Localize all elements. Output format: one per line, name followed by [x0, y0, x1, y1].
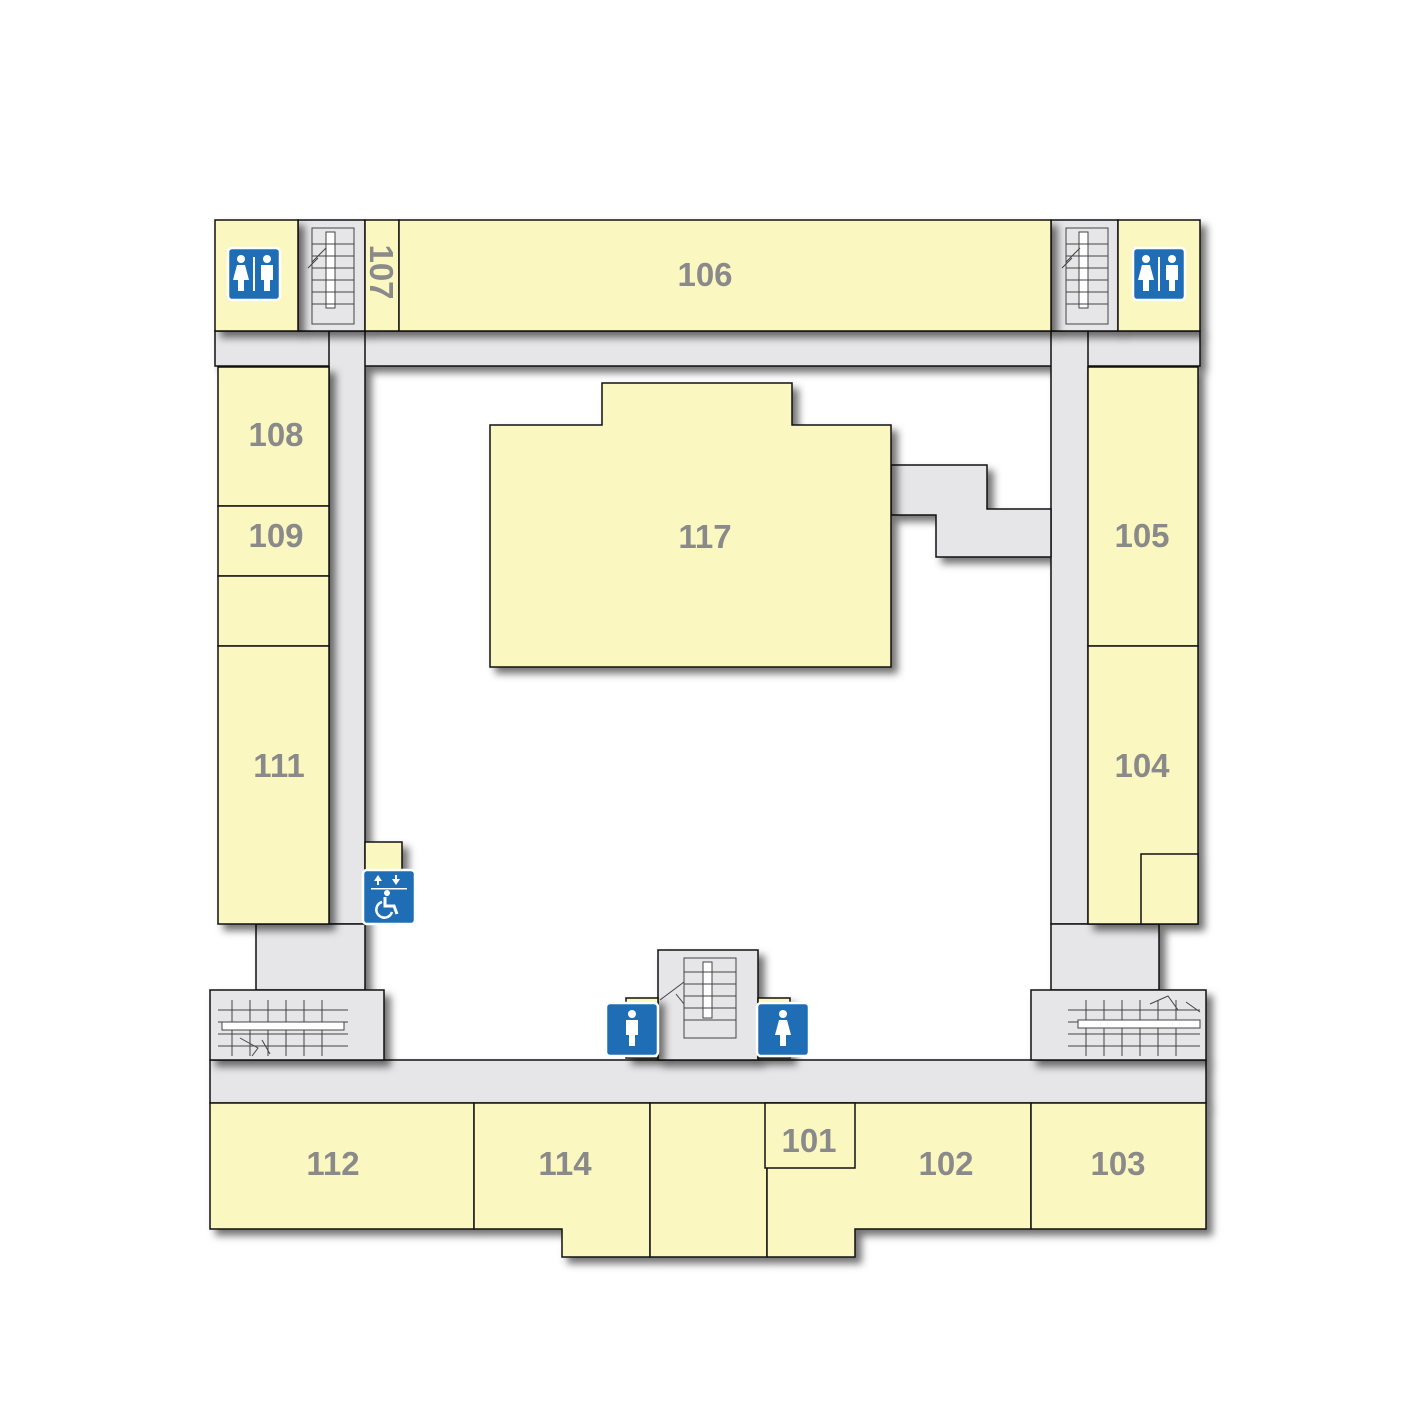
room-label-112: 112	[306, 1145, 359, 1182]
connector-corridor	[890, 464, 1052, 558]
room-label-109: 109	[248, 517, 303, 554]
room-111	[217, 645, 330, 925]
room-label-107: 107	[363, 244, 400, 299]
room-113	[649, 1102, 768, 1258]
room-label-103: 103	[1090, 1145, 1145, 1182]
room-label-111: 111	[253, 747, 304, 784]
room-104-closet	[1140, 853, 1199, 925]
room-label-102: 102	[918, 1145, 973, 1182]
room-103	[1030, 1102, 1207, 1230]
stairwell-nw	[297, 219, 366, 332]
room-label-104: 104	[1114, 747, 1170, 784]
north-corridor	[214, 330, 1201, 367]
room-109	[217, 505, 330, 577]
south-corridor	[209, 1059, 1207, 1104]
room-105	[1087, 366, 1199, 647]
restroom-icon	[226, 246, 282, 302]
elevator-accessible-icon	[361, 868, 417, 926]
elevator-room	[364, 841, 403, 873]
room-107	[364, 219, 400, 332]
room-label-106: 106	[677, 256, 732, 293]
stairwell-se	[1030, 989, 1207, 1061]
room-108	[217, 366, 330, 507]
restroom-icon	[1131, 246, 1187, 302]
room-106	[398, 219, 1052, 332]
west-corridor	[328, 330, 366, 925]
se-vestibule	[1050, 923, 1160, 991]
room-110	[217, 575, 330, 647]
stairwell-ne	[1050, 219, 1119, 332]
room-label-101: 101	[781, 1122, 836, 1159]
room-label-114: 114	[538, 1145, 592, 1182]
room-label-105: 105	[1114, 517, 1169, 554]
womens-restroom-icon	[755, 1001, 811, 1058]
room-label-108: 108	[248, 416, 303, 453]
mens-restroom-icon	[604, 1001, 660, 1058]
room-label-117: 117	[678, 518, 731, 555]
room-labels: 106 107 108 109 111 117 105 104 112 114 …	[248, 244, 1170, 1182]
east-corridor	[1050, 330, 1089, 925]
room-117	[489, 382, 892, 668]
stairwell-sw	[209, 989, 385, 1061]
stairwell-center	[657, 949, 759, 1061]
room-101	[764, 1102, 856, 1169]
sw-vestibule	[255, 923, 366, 991]
